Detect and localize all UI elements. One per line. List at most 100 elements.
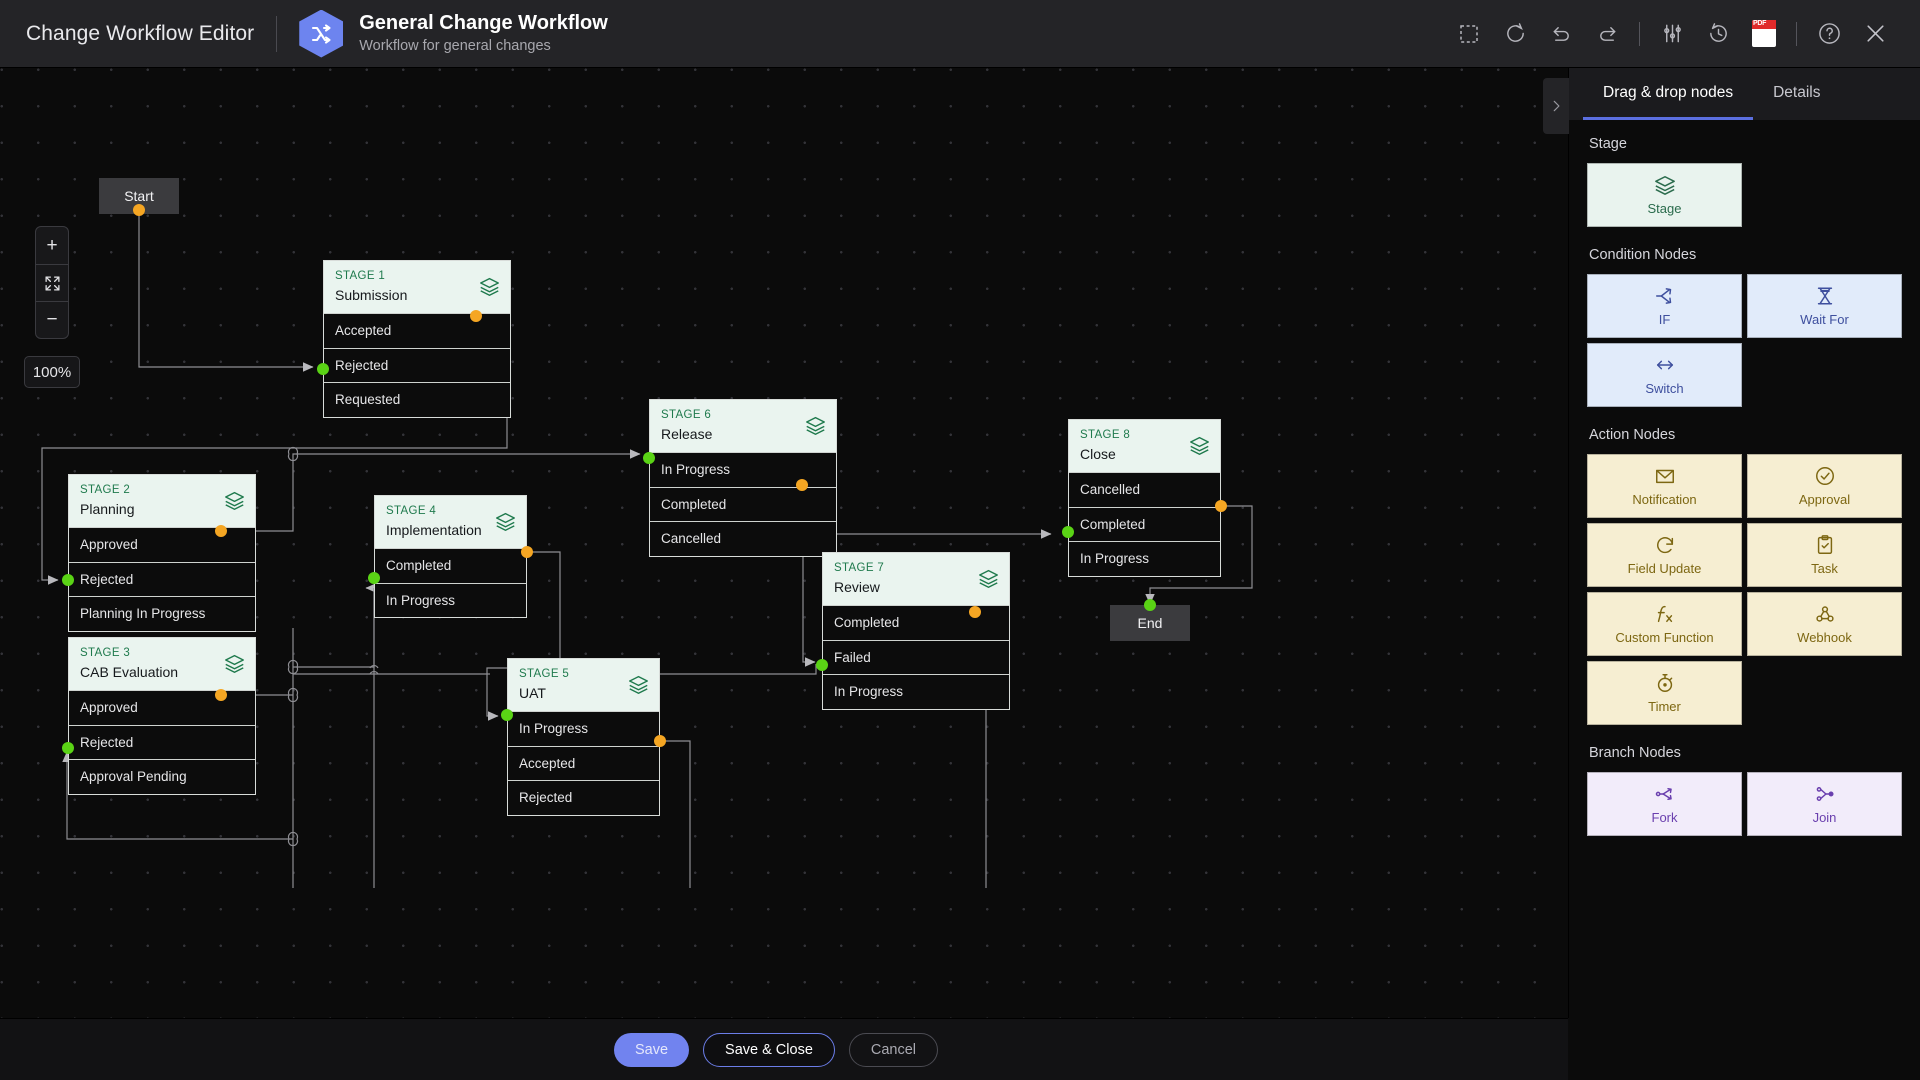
- stage-1-output-port-accepted[interactable]: [470, 310, 482, 322]
- zoom-controls[interactable]: + −: [35, 226, 69, 339]
- stage-6-row-cancelled[interactable]: Cancelled: [650, 521, 836, 556]
- clipboard-check-icon: [1814, 534, 1836, 556]
- palette-node-webhook[interactable]: Webhook: [1747, 592, 1902, 656]
- palette-node-notification[interactable]: Notification: [1587, 454, 1742, 518]
- reset-button[interactable]: [1492, 11, 1538, 57]
- stage-4-row-completed[interactable]: Completed: [375, 548, 526, 583]
- reset-icon: [1506, 23, 1524, 42]
- stage-5-row-accepted[interactable]: Accepted: [508, 745, 659, 781]
- tab-details[interactable]: Details: [1773, 83, 1821, 101]
- stage-4-output-port-completed[interactable]: [521, 546, 533, 558]
- stage-7-output-port-completed[interactable]: [969, 606, 981, 618]
- settings-button[interactable]: [1649, 11, 1695, 57]
- save-and-close-button[interactable]: Save & Close: [703, 1032, 835, 1067]
- stage-5-input-port-in-progress[interactable]: [501, 709, 513, 721]
- stage-5-row-in-progress[interactable]: In Progress: [508, 711, 659, 746]
- stage-node-6[interactable]: STAGE 6 Release In Progress Completed Ca…: [649, 399, 837, 557]
- help-icon: [1818, 23, 1840, 44]
- tab-drag-drop-nodes[interactable]: Drag & drop nodes: [1583, 68, 1754, 120]
- marquee-select-button[interactable]: [1446, 11, 1492, 57]
- stage-1-row-rejected[interactable]: Rejected: [324, 347, 510, 383]
- stage-2-row-rejected[interactable]: Rejected: [69, 561, 255, 597]
- palette-node-wait-for[interactable]: Wait For: [1747, 274, 1902, 338]
- close-button[interactable]: [1852, 11, 1898, 57]
- stage-1-row-requested[interactable]: Requested: [324, 382, 510, 417]
- double-arrow-icon: [1654, 354, 1676, 376]
- stage-node-3[interactable]: STAGE 3 CAB Evaluation Approved Rejected…: [68, 637, 256, 795]
- stage-1-input-port-requested[interactable]: [317, 363, 329, 375]
- stage-node-7[interactable]: STAGE 7 Review Completed Failed In Progr…: [822, 552, 1010, 710]
- stage-3-output-port-approved[interactable]: [215, 689, 227, 701]
- palette-node-webhook-label: Webhook: [1797, 630, 1852, 645]
- end-node-input-port[interactable]: [1144, 599, 1156, 611]
- stage-2-output-port-approved[interactable]: [215, 525, 227, 537]
- stage-2-input-port-planning-in-progress[interactable]: [62, 574, 74, 586]
- stage-8-row-completed[interactable]: Completed: [1069, 506, 1220, 542]
- stage-4-row-in-progress[interactable]: In Progress: [375, 582, 526, 618]
- palette-node-stage[interactable]: Stage: [1587, 163, 1742, 227]
- stage-5-number: STAGE 5: [519, 668, 570, 680]
- palette-node-field-update[interactable]: Field Update: [1587, 523, 1742, 587]
- stage-6-input-port-in-progress[interactable]: [643, 452, 655, 464]
- stage-7-name: Review: [834, 578, 880, 595]
- stage-1-row-accepted[interactable]: Accepted: [324, 313, 510, 348]
- palette-node-field-update-label: Field Update: [1627, 561, 1702, 576]
- palette-node-custom-function[interactable]: Custom Function: [1587, 592, 1742, 656]
- stage-8-input-port-in-progress[interactable]: [1062, 526, 1074, 538]
- history-button[interactable]: [1695, 11, 1741, 57]
- zoom-out-button[interactable]: −: [36, 301, 68, 338]
- stage-6-number: STAGE 6: [661, 409, 712, 421]
- stage-node-4[interactable]: STAGE 4 Implementation Completed In Prog…: [374, 495, 527, 619]
- stage-node-2[interactable]: STAGE 2 Planning Approved Rejected Plann…: [68, 474, 256, 632]
- fit-to-screen-button[interactable]: [36, 264, 68, 301]
- stage-6-row-in-progress[interactable]: In Progress: [650, 452, 836, 487]
- stage-8-row-cancelled[interactable]: Cancelled: [1069, 472, 1220, 507]
- stage-8-name: Close: [1080, 445, 1116, 462]
- stage-7-row-in-progress[interactable]: In Progress: [823, 674, 1009, 709]
- start-node-output-port[interactable]: [133, 204, 145, 216]
- palette-node-if[interactable]: IF: [1587, 274, 1742, 338]
- palette-node-task[interactable]: Task: [1747, 523, 1902, 587]
- check-circle-icon: [1814, 465, 1836, 487]
- stage-7-row-completed[interactable]: Completed: [823, 605, 1009, 640]
- stage-3-row-rejected[interactable]: Rejected: [69, 724, 255, 760]
- palette-node-join[interactable]: Join: [1747, 772, 1902, 836]
- panel-collapse-button[interactable]: [1543, 78, 1569, 134]
- stage-node-5[interactable]: STAGE 5 UAT In Progress Accepted Rejecte…: [507, 658, 660, 816]
- stage-3-row-approval-pending[interactable]: Approval Pending: [69, 759, 255, 794]
- zoom-level-display[interactable]: 100%: [24, 356, 80, 388]
- stage-7-row-failed[interactable]: Failed: [823, 639, 1009, 675]
- stage-node-1[interactable]: STAGE 1 Submission Accepted Rejected Req…: [323, 260, 511, 418]
- stage-2-row-planning-in-progress[interactable]: Planning In Progress: [69, 596, 255, 631]
- workflow-title-block: General Change Workflow Workflow for gen…: [359, 11, 608, 57]
- stage-2-row-approved[interactable]: Approved: [69, 527, 255, 562]
- palette-node-fork[interactable]: Fork: [1587, 772, 1742, 836]
- workflow-canvas[interactable]: + − 100% Start End: [0, 68, 1568, 1018]
- palette-node-approval[interactable]: Approval: [1747, 454, 1902, 518]
- stage-4-input-port-in-progress[interactable]: [368, 572, 380, 584]
- start-node[interactable]: Start: [99, 178, 179, 214]
- help-button[interactable]: [1806, 11, 1852, 57]
- stage-7-input-port-in-progress[interactable]: [816, 659, 828, 671]
- app-title: Change Workflow Editor: [26, 21, 255, 45]
- stage-3-input-port-approval-pending[interactable]: [62, 742, 74, 754]
- stage-5-output-port-accepted[interactable]: [654, 735, 666, 747]
- redo-button[interactable]: [1584, 11, 1630, 57]
- stage-3-row-approved[interactable]: Approved: [69, 690, 255, 725]
- stage-8-output-port-completed[interactable]: [1215, 500, 1227, 512]
- stage-6-output-port-completed[interactable]: [796, 479, 808, 491]
- stage-8-row-in-progress[interactable]: In Progress: [1069, 541, 1220, 576]
- end-node[interactable]: End: [1110, 605, 1190, 641]
- undo-button[interactable]: [1538, 11, 1584, 57]
- zoom-in-button[interactable]: +: [46, 234, 58, 256]
- palette-node-timer[interactable]: Timer: [1587, 661, 1742, 725]
- section-grid-action: Notification Approval: [1587, 454, 1902, 725]
- palette-node-switch[interactable]: Switch: [1587, 343, 1742, 407]
- stage-5-row-rejected[interactable]: Rejected: [508, 780, 659, 815]
- stage-6-row-completed[interactable]: Completed: [650, 486, 836, 522]
- pdf-export-button[interactable]: PDF: [1741, 11, 1787, 57]
- save-button[interactable]: Save: [613, 1032, 690, 1067]
- stage-node-8[interactable]: STAGE 8 Close Cancelled Completed In Pro…: [1068, 419, 1221, 577]
- stage-5-header: STAGE 5 UAT: [508, 659, 659, 712]
- cancel-button[interactable]: Cancel: [848, 1032, 939, 1067]
